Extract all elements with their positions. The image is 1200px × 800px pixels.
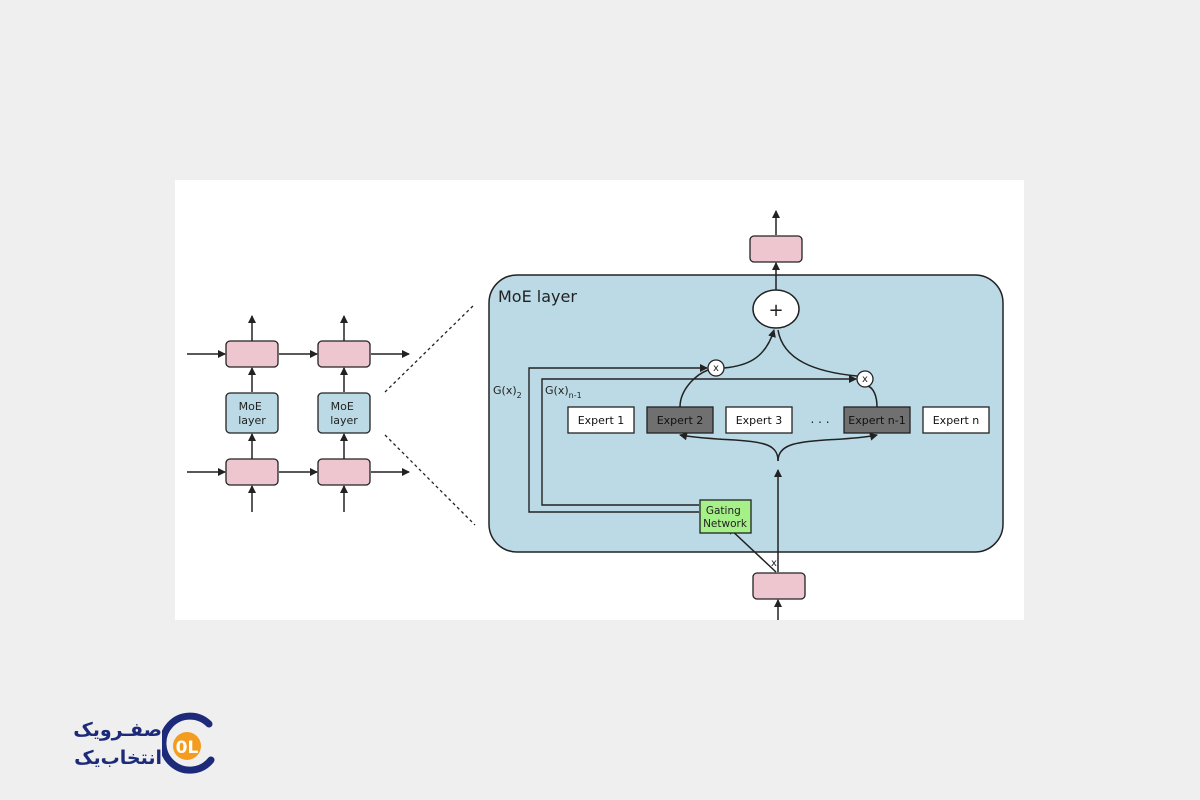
expert-n-1-label: Expert n-1 [848, 414, 905, 427]
moe-block-2 [317, 392, 371, 434]
gating-network-label: Gating Network [703, 505, 748, 530]
moe-block-2-line2: layer [330, 414, 358, 427]
pink-block-bottom-1 [225, 458, 279, 486]
expert-2-label: Expert 2 [657, 414, 704, 427]
arrow-multn1-to-sum [777, 329, 858, 377]
expert-n-label: Expert n [933, 414, 980, 427]
input-block [752, 572, 806, 600]
moe-block-1 [225, 392, 279, 434]
logo-line2: انتخاب‌یک [74, 747, 162, 769]
gate-wire-2 [528, 364, 708, 513]
pink-block-top-2 [317, 340, 371, 368]
arrow-mult2-to-sum [723, 329, 776, 369]
arrow-expertn1-to-mult [867, 385, 878, 408]
diagram-card: MoE layer MoE layer MoE layer + x x [175, 180, 1024, 620]
expert-n-box [922, 406, 990, 434]
moe-diagram: MoE layer MoE layer MoE layer + x x [187, 210, 1004, 620]
moe-block-2-label: MoE layer [330, 400, 358, 427]
output-block [749, 235, 803, 263]
pink-block-bottom-2 [317, 458, 371, 486]
left-network [187, 315, 410, 512]
logo-mark-text: 0L [176, 738, 199, 758]
sum-sign: + [768, 300, 783, 321]
arrow-input-to-gating [727, 526, 777, 573]
multiply-node-n1 [856, 370, 874, 388]
gate-wire-n1 [541, 375, 857, 506]
experts-row: Expert 1 Expert 2 Expert 3 Expert n-1 Expert… [567, 406, 990, 434]
zoom-line-upper [384, 303, 476, 393]
logo-wordmark: صفـرویک انتخاب‌یک [73, 716, 162, 772]
gating-line2: Network [703, 518, 748, 530]
multiply-sign-n1: x [862, 374, 868, 385]
gating-line1: Gating [706, 505, 741, 517]
zoom-line-lower [384, 434, 476, 526]
gate-output-2-label: G(x)2 [493, 384, 522, 400]
moe-block-1-line1: MoE [239, 400, 262, 413]
expert-n-1-box [843, 406, 911, 434]
arrow-input-to-expert2 [679, 432, 779, 462]
brand-logo: صفـرویک انتخاب‌یک 0L [30, 712, 220, 782]
moe-block-1-label: MoE layer [238, 400, 266, 427]
expert-1-box [567, 406, 635, 434]
logo-mark-icon: 0L [162, 712, 215, 774]
arrow-input-to-expertn1 [777, 432, 878, 462]
expert-3-box [725, 406, 793, 434]
moe-block-1-line2: layer [238, 414, 266, 427]
pink-block-top-1 [225, 340, 279, 368]
moe-block-2-line1: MoE [331, 400, 354, 413]
experts-ellipsis: . . . [810, 412, 829, 426]
expert-1-label: Expert 1 [578, 414, 625, 427]
sum-node [752, 289, 800, 329]
multiply-sign-2: x [713, 363, 719, 374]
gating-network-box [699, 499, 752, 534]
logo-line1: صفـرویک [73, 719, 162, 741]
moe-layer-title: MoE layer [498, 287, 577, 306]
expert-2-box [646, 406, 714, 434]
left-blocks [225, 340, 371, 486]
expert-3-label: Expert 3 [736, 414, 783, 427]
gate-output-n1-label: G(x)n-1 [545, 384, 582, 400]
input-x-label: x [771, 558, 777, 569]
